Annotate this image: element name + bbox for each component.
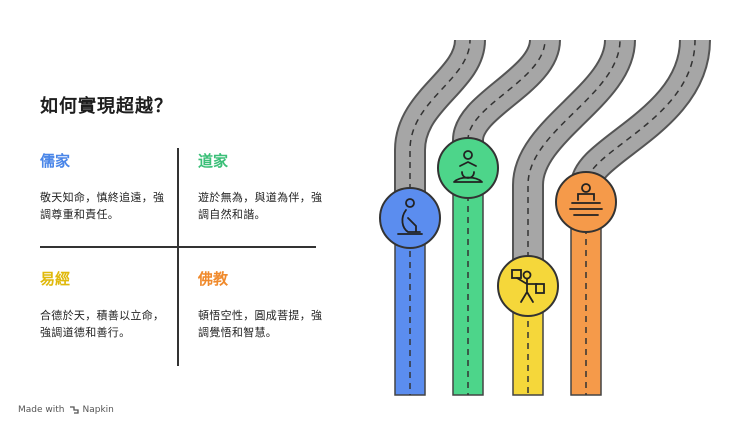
quadrant-heading: 易經 [40, 270, 71, 288]
quadrant-heading: 道家 [198, 152, 229, 170]
meditating-person-icon [437, 137, 499, 199]
quadrant-heading: 佛教 [198, 270, 229, 288]
quadrant-heading: 儒家 [40, 152, 71, 170]
seated-buddha-icon [555, 171, 617, 233]
quadrant-text: 合德於天，積善以立命，強調道德和善行。 [40, 309, 165, 339]
kneeling-person-icon [379, 187, 441, 249]
quadrant-text: 遊於無為，與道為伴，強調自然和諧。 [198, 191, 323, 221]
made-with-label: Made with [18, 405, 65, 415]
page-title: 如何實現超越？ [40, 96, 173, 117]
quadrant-text: 敬天知命，慎終追遠，強調尊重和責任。 [40, 191, 165, 221]
quadrant-taoism: 道家 遊於無為，與道為伴，強調自然和諧。 [198, 150, 323, 223]
napkin-brand: Napkin [82, 405, 114, 415]
quadrant-divider-horizontal [40, 246, 316, 248]
quadrant-buddhism: 佛教 頓悟空性，圓成菩提，強調覺悟和智慧。 [198, 268, 323, 341]
quadrant-divider-vertical [177, 148, 179, 366]
quadrant-confucianism: 儒家 敬天知命，慎終追遠，強調尊重和責任。 [40, 150, 165, 223]
napkin-footer: Made with Napkin [18, 405, 114, 415]
person-carrying-icon [497, 255, 559, 317]
taoist-road [452, 164, 484, 396]
napkin-logo-icon [69, 406, 79, 414]
quadrant-text: 頓悟空性，圓成菩提，強調覺悟和智慧。 [198, 309, 323, 339]
quadrant-yijing: 易經 合德於天，積善以立命，強調道德和善行。 [40, 268, 165, 341]
